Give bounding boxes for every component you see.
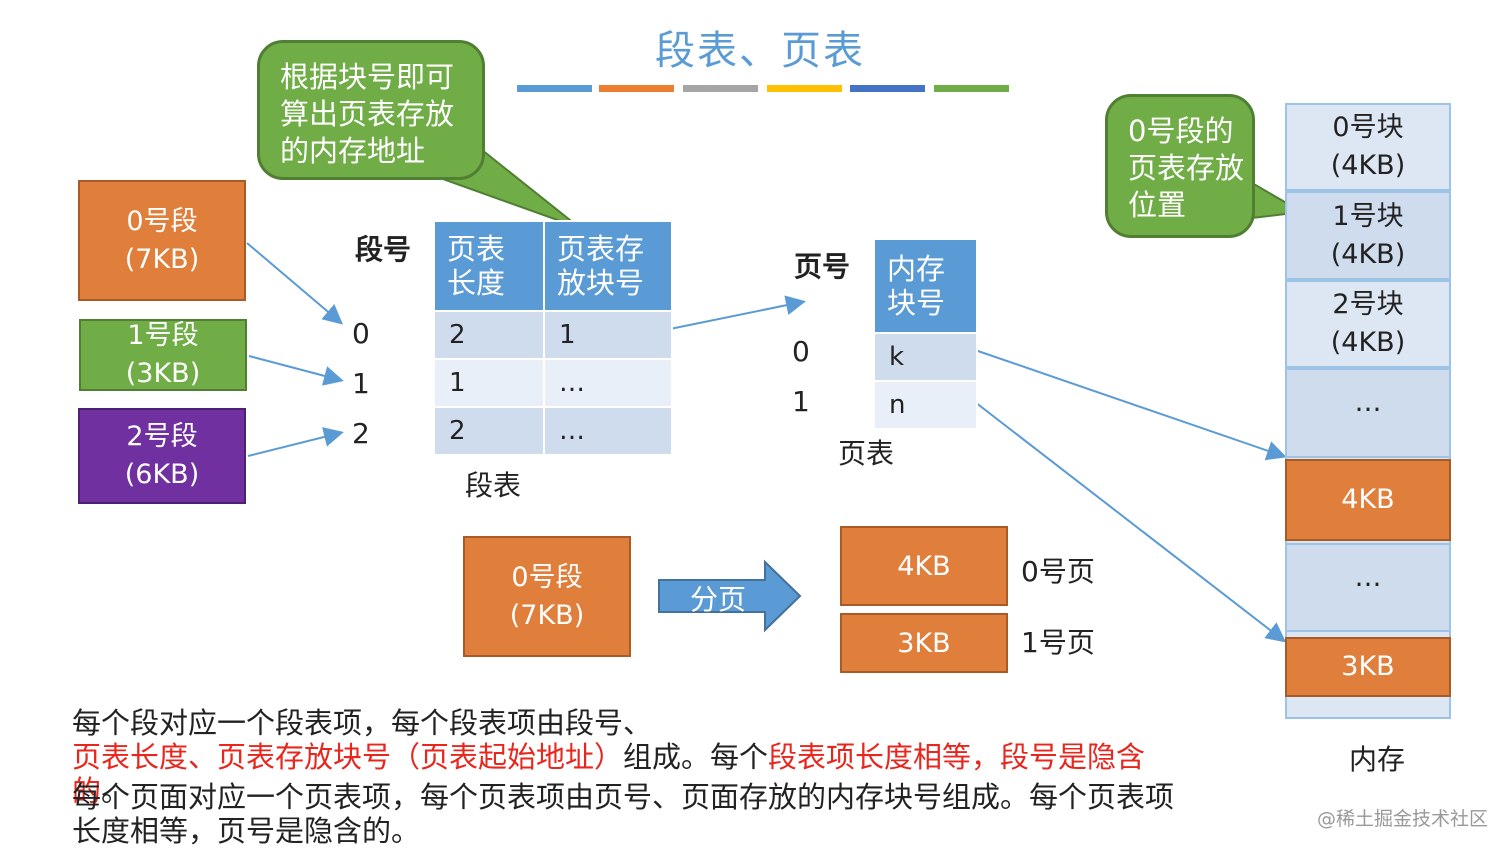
segment-1-size: (3KB): [125, 358, 201, 389]
page-row-number-0: 0: [792, 335, 810, 368]
segment-table-cell: 2: [433, 310, 545, 360]
description-segment: 每个段对应一个段表项，每个段表项由段号、页表长度、页表存放块号（页表起始地址）组…: [72, 706, 1202, 808]
memory-block-1: 1号块 (4KB): [1285, 191, 1451, 280]
memory-block-ellipsis-1: …: [1285, 368, 1451, 458]
segment-0-size: (7KB): [124, 243, 200, 275]
memory-block-1-name: 1号块: [1332, 200, 1404, 232]
paging-segment-name: 0号段: [511, 561, 583, 593]
description-segment-highlight-fields: 页表长度、页表存放块号（页表起始地址）: [72, 740, 624, 774]
paging-arrow-label: 分页: [690, 583, 747, 616]
arrow-n-to-memory: [974, 401, 1287, 643]
segment-2-block: 2号段 (6KB): [78, 408, 246, 504]
paging-segment-size: (7KB): [509, 599, 585, 631]
memory-block-ellipsis-2: …: [1285, 543, 1451, 632]
page-row-number-1: 1: [792, 385, 810, 418]
segment-table-cell: …: [542, 406, 674, 456]
arrow-seg0: [246, 242, 344, 325]
title-bar-darkblue: [850, 85, 925, 92]
page-table: 内存块号 k n: [873, 238, 978, 430]
description-segment-part-a: 每个段对应一个段表项，每个段表项由段号、: [72, 706, 653, 740]
title-bar-gray: [683, 85, 758, 92]
arrow-block-to-pagetable: [664, 295, 806, 331]
arrow-seg1: [248, 355, 344, 386]
segment-1-block: 1号段 (3KB): [79, 319, 247, 391]
segment-0-name: 0号段: [126, 205, 198, 237]
segment-0-block: 0号段 (7KB): [78, 180, 246, 301]
segment-table-cell: 1: [433, 358, 545, 408]
segment-table-header-length: 页表长度: [433, 220, 545, 312]
segment-number-header: 段号: [355, 233, 412, 266]
memory-block-3kb-text: 3KB: [1341, 651, 1395, 682]
table-row: 2 1: [433, 310, 674, 360]
segment-1-name: 1号段: [127, 320, 199, 351]
memory-block-0: 0号块 (4KB): [1285, 103, 1451, 191]
description-page: 每个页面对应一个页表项，每个页表项由页号、页面存放的内存块号组成。每个页表项长度…: [72, 780, 1175, 848]
memory-block-0-size: (4KB): [1330, 150, 1406, 181]
memory-block-4kb: 4KB: [1285, 459, 1451, 541]
watermark: @稀土掘金技术社区: [1316, 808, 1488, 830]
segment-row-number-1: 1: [352, 367, 370, 400]
memory-block-2: 2号块 (4KB): [1285, 280, 1451, 368]
page-table-caption: 页表: [838, 437, 895, 470]
title-bar-yellow: [767, 85, 842, 92]
memory-block-4kb-text: 4KB: [1341, 484, 1395, 515]
callout-block-number-text: 根据块号即可算出页表存放的内存地址: [280, 60, 455, 168]
description-segment-highlight-implicit: 段表项长度相等，段号是隐含的: [72, 740, 1146, 808]
segment-table-header-block-text: 页表存放块号: [556, 232, 644, 300]
arrow-k-to-memory: [974, 349, 1287, 461]
segment-table-caption: 段表: [465, 469, 522, 502]
page-number-header: 页号: [794, 250, 851, 283]
page-table-header-block: 内存块号: [873, 238, 978, 334]
memory-block-3kb: 3KB: [1285, 637, 1451, 697]
table-row: 1 …: [433, 358, 674, 408]
callout-pagetable-position-text: 0号段的页表存放位置: [1128, 114, 1245, 222]
segment-row-number-0: 0: [352, 317, 370, 350]
title-bar-green: [934, 85, 1009, 92]
page-0-block: 4KB: [840, 526, 1008, 606]
page-1-block: 3KB: [840, 613, 1008, 673]
paging-arrow-icon: [658, 559, 802, 633]
title-bar-blue: [517, 85, 592, 92]
page-0-size: 4KB: [897, 550, 951, 582]
page-0-label: 0号页: [1021, 555, 1095, 588]
segment-table-header-row: 页表长度 页表存放块号: [433, 220, 674, 312]
title-bar-orange: [599, 85, 674, 92]
page-table-header-row: 内存块号: [873, 238, 978, 334]
segment-table-cell: 2: [433, 406, 545, 456]
page-1-size: 3KB: [897, 627, 951, 659]
table-row: n: [873, 380, 978, 430]
segment-row-number-2: 2: [352, 417, 370, 450]
segment-table-header-block: 页表存放块号: [542, 220, 674, 312]
memory-block-2-size: (4KB): [1330, 327, 1406, 358]
callout-block-number: 根据块号即可算出页表存放的内存地址: [257, 40, 485, 180]
arrow-seg2: [247, 427, 344, 457]
memory-block-2-name: 2号块: [1332, 289, 1404, 320]
memory-block-ellipsis-2-text: …: [1354, 561, 1382, 593]
segment-table-header-length-text: 页表长度: [447, 232, 506, 300]
table-row: 2 …: [433, 406, 674, 456]
paging-segment-block: 0号段 (7KB): [463, 536, 631, 657]
segment-2-size: (6KB): [124, 459, 200, 490]
segment-table-cell: …: [542, 358, 674, 408]
page-table-header-text: 内存块号: [887, 252, 946, 320]
memory-block-ellipsis-1-text: …: [1354, 387, 1382, 418]
page-title: 段表、页表: [655, 28, 865, 74]
callout-pagetable-position: 0号段的页表存放位置: [1105, 94, 1255, 238]
memory-caption: 内存: [1349, 743, 1406, 776]
description-segment-part-e: 。: [101, 774, 131, 808]
page-table-cell: k: [873, 332, 978, 382]
memory-block-1-size: (4KB): [1330, 238, 1406, 270]
segment-table-cell: 1: [542, 310, 674, 360]
description-segment-part-c: 组成。每个: [623, 740, 769, 774]
segment-2-name: 2号段: [126, 421, 198, 452]
memory-block-0-name: 0号块: [1332, 112, 1404, 143]
segment-table: 页表长度 页表存放块号 2 1 1 … 2 …: [433, 220, 674, 456]
page-1-label: 1号页: [1021, 626, 1095, 659]
table-row: k: [873, 332, 978, 382]
page-table-cell: n: [873, 380, 978, 430]
